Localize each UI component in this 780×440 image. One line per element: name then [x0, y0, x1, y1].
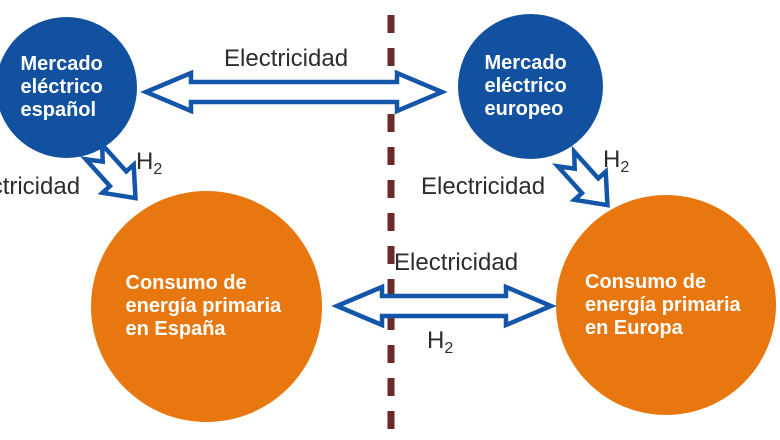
node-consumo-espana: Consumo de energía primaria en España: [91, 191, 322, 422]
hydrogen-symbol: H: [136, 148, 154, 175]
bottom-arrow-hydrogen-label: H2: [427, 327, 453, 358]
left-arrow-electricity-label-clipped: Electricidad: [0, 173, 81, 200]
node-mercado-electrico-europeo: Mercado eléctrico europeo: [458, 14, 603, 159]
left-market-to-consumption-arrow: [80, 138, 138, 201]
bottom-electricity-h2-bidirectional-arrow: [331, 283, 557, 329]
node-label-mercado-europeo: Mercado eléctrico europeo: [484, 52, 567, 120]
top-electricity-bidirectional-arrow: [140, 69, 448, 115]
node-label-mercado-espanol: Mercado eléctrico español: [20, 53, 103, 121]
right-arrow-electricity-label: Electricidad: [421, 173, 546, 200]
hydrogen-subscript: 2: [444, 340, 454, 357]
hydrogen-subscript: 2: [620, 159, 630, 176]
node-label-consumo-espana: Consumo de energía primaria en España: [125, 272, 282, 340]
node-consumo-europa: Consumo de energía primaria en Europa: [556, 195, 776, 415]
hydrogen-subscript: 2: [153, 161, 163, 178]
node-mercado-electrico-espanol: Mercado eléctrico español: [0, 17, 137, 158]
hydrogen-symbol: H: [427, 327, 445, 354]
right-arrow-hydrogen-label: H2: [603, 146, 629, 177]
left-arrow-hydrogen-label: H2: [136, 148, 162, 179]
bottom-arrow-electricity-label: Electricidad: [394, 249, 519, 276]
top-arrow-electricity-label: Electricidad: [224, 45, 349, 72]
right-market-to-consumption-arrow: [552, 145, 610, 208]
node-label-consumo-europa: Consumo de energía primaria en Europa: [585, 270, 741, 339]
hydrogen-symbol: H: [603, 146, 621, 173]
